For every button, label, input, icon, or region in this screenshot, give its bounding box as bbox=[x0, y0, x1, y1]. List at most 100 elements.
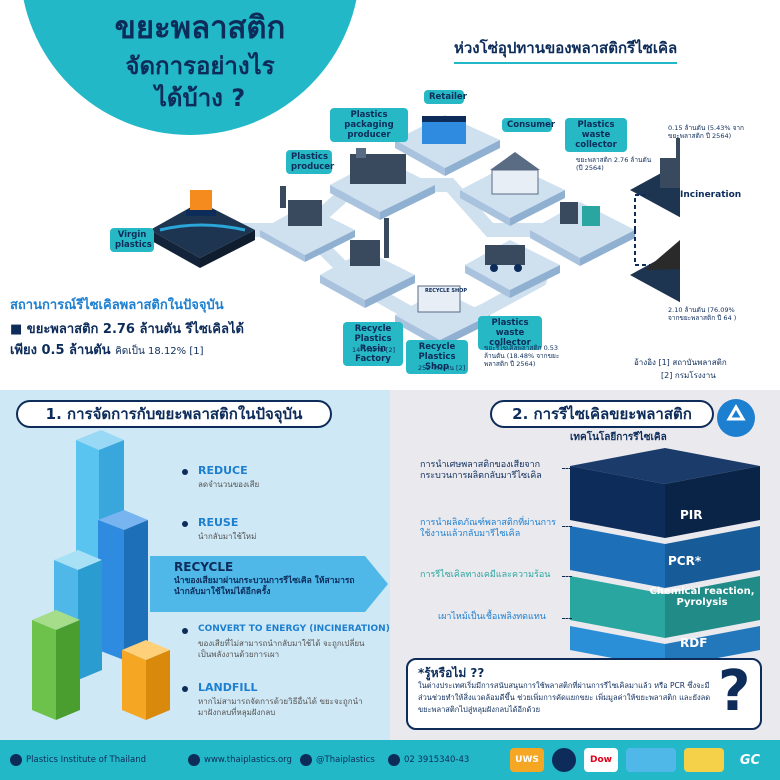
landfill-mgmt-desc: หากไม่สามารถจัดการด้วยวิธีอื่นได้ ขยะจะถ… bbox=[198, 697, 363, 717]
reuse-desc: นำกลับมาใช้ใหม่ bbox=[198, 532, 257, 541]
label-factory: Recycle Plastics Resin Factory bbox=[343, 322, 403, 366]
desc-rdf: เผาไหม้เป็นเชื้อเพลิงทดแทน bbox=[438, 612, 546, 622]
gc-logo: GC bbox=[739, 752, 761, 768]
management-bars bbox=[32, 430, 170, 720]
label-collector-top: Plastics waste collector bbox=[565, 118, 627, 152]
tech-subtitle: เทคโนโลยีการรีไซเคิล bbox=[570, 432, 667, 443]
pcr-line bbox=[562, 526, 572, 527]
retailer-plate bbox=[395, 115, 500, 176]
facebook-text: Plastics Institute of Thailand bbox=[26, 755, 147, 765]
reduce-desc: ลดจำนวนของเสีย bbox=[198, 480, 260, 489]
landfill-plate bbox=[630, 240, 680, 303]
ref-2: [2] กรมโรงงาน bbox=[661, 371, 716, 380]
question-mark-icon: ? bbox=[718, 659, 751, 724]
energy-dot bbox=[182, 628, 188, 634]
collector-top-plate bbox=[530, 202, 635, 266]
situation-line2: เพียง 0.5 ล้านตัน คิดเป็น 18.12% [1] bbox=[10, 339, 330, 360]
recycle-icon bbox=[717, 399, 755, 437]
did-you-know-text: ในต่างประเทศเริ่มมีการสนับสนุนการใช้พลาส… bbox=[418, 681, 711, 714]
consumer-plate bbox=[460, 152, 565, 226]
partner-logo bbox=[626, 748, 676, 772]
footer-facebook[interactable]: Plastics Institute of Thailand bbox=[10, 754, 146, 766]
reduce-dot bbox=[182, 469, 188, 475]
section1-title: 1. การจัดการกับขยะพลาสติกในปัจจุบัน bbox=[16, 400, 332, 428]
website-text: www.thaiplastics.org bbox=[204, 755, 292, 765]
recycle-desc: นำของเสียมาผ่านกระบวนการรีไซเคิล ให้สามา… bbox=[174, 576, 355, 597]
hero-title: ขยะพลาสติก จัดการอย่างไร ได้บ้าง ? bbox=[70, 8, 330, 114]
note-collector-bottom: ขยะรีไซเคิลพลาสติก 0.53 ล้านตัน (18.48% … bbox=[484, 344, 560, 368]
footer-phone[interactable]: 02 3915340-43 bbox=[388, 754, 469, 766]
landfill-mgmt-label: LANDFILL bbox=[198, 681, 258, 694]
management-section: 1. การจัดการกับขยะพลาสติกในปัจจุบัน REDU… bbox=[0, 390, 390, 740]
recycle-arrow bbox=[150, 556, 388, 612]
chain-title: ห่วงโซ่อุปทานของพลาสติกรีไซเคิล bbox=[454, 36, 678, 64]
desc-pir: การนำเศษพลาสติกของเสียจากกระบวนการผลิตกล… bbox=[420, 460, 542, 481]
shop-plate bbox=[395, 285, 490, 348]
ptit-logo bbox=[552, 748, 576, 772]
phone-icon bbox=[388, 754, 400, 766]
situation-title: สถานการณ์รีไซเคิลพลาสติกในปัจจุบัน bbox=[10, 298, 224, 313]
chemical-line bbox=[562, 576, 572, 577]
line-icon bbox=[300, 754, 312, 766]
dow-logo: Dow bbox=[584, 748, 618, 772]
recycling-section: 2. การรีไซเคิลขยะพลาสติก เทคโนโลยีการรีไ… bbox=[390, 390, 780, 740]
factory-plate bbox=[320, 218, 415, 308]
label-collector-bottom: Plastics waste collector bbox=[478, 316, 542, 350]
landfill-dot bbox=[182, 686, 188, 692]
footer-line[interactable]: @Thaiplastics bbox=[300, 754, 375, 766]
producer-plate bbox=[260, 186, 355, 262]
note-factory: 14 โรงงาน [2] bbox=[352, 346, 396, 354]
note-landfill: 2.10 ล้านตัน (76.09% จากขยะพลาสติก ปี 64… bbox=[668, 306, 737, 322]
hero-title-line2: จัดการอย่างไร bbox=[125, 52, 275, 80]
label-retailer: Retailer bbox=[424, 90, 467, 104]
layer-pcr: PCR* bbox=[668, 554, 702, 568]
label-packaging: Plastics packaging producer bbox=[330, 108, 408, 142]
layer-rdf: RDF bbox=[680, 636, 708, 650]
references: อ้างอิง [1] สถาบันพลาสติก [2] กรมโรงงาน bbox=[634, 356, 774, 382]
supply-chain-diagram bbox=[150, 115, 680, 348]
packaging-plate bbox=[330, 148, 435, 220]
situation-line2b: คิดเป็น 18.12% [1] bbox=[115, 346, 204, 357]
reduce-label: REDUCE bbox=[198, 464, 248, 477]
tech-layers bbox=[570, 448, 760, 668]
shop-sign: RECYCLE SHOP bbox=[425, 288, 468, 294]
energy-desc: ของเสียที่ไม่สามารถนำกลับมาใช้ได้ จะถูกเ… bbox=[198, 639, 365, 659]
truck-plate bbox=[465, 240, 560, 298]
section2-title: 2. การรีไซเคิลขยะพลาสติก bbox=[490, 400, 714, 428]
label-producer: Plastics producer bbox=[286, 150, 334, 174]
telegram-icon bbox=[188, 754, 200, 766]
uws-logo: UWS bbox=[510, 748, 544, 772]
incineration-plate bbox=[630, 138, 680, 218]
desc-pcr: การนำผลิตภัณฑ์พลาสติกที่ผ่านการใช้งานแล้… bbox=[420, 518, 556, 539]
situation-line2a: เพียง 0.5 ล้านตัน bbox=[10, 343, 111, 358]
partner-logo-2 bbox=[684, 748, 724, 772]
energy-label: CONVERT TO ENERGY (INCINERATION) bbox=[198, 624, 390, 634]
facebook-icon bbox=[10, 754, 22, 766]
supply-chain-section: ขยะพลาสติก จัดการอย่างไร ได้บ้าง ? ห่วงโ… bbox=[10, 0, 774, 382]
label-incineration: Incineration bbox=[680, 190, 742, 200]
label-shop: Recycle Plastics Shop bbox=[406, 340, 468, 374]
reuse-label: REUSE bbox=[198, 516, 239, 529]
footer: Plastics Institute of Thailand www.thaip… bbox=[0, 740, 780, 780]
line-text: @Thaiplastics bbox=[316, 755, 375, 765]
did-you-know-box: *รู้หรือไม่ ?? ในต่างประเทศเริ่มมีการสนั… bbox=[406, 658, 762, 730]
note-incineration: 0.15 ล้านตัน (5.43% จากขยะพลาสติก ปี 256… bbox=[668, 124, 744, 140]
situation-box: สถานการณ์รีไซเคิลพลาสติกในปัจจุบัน ■ ขยะ… bbox=[10, 294, 330, 360]
did-you-know-title: *รู้หรือไม่ ?? bbox=[418, 666, 485, 680]
footer-website[interactable]: www.thaiplastics.org bbox=[188, 754, 292, 766]
hero-title-line1: ขยะพลาสติก bbox=[114, 10, 286, 46]
phone-text: 02 3915340-43 bbox=[404, 755, 470, 765]
note-shop: 252 โรงงาน [2] bbox=[418, 364, 466, 372]
virgin-plate bbox=[150, 190, 255, 268]
label-consumer: Consumer bbox=[502, 118, 555, 132]
note-collector-top: ขยะพลาสติก 2.76 ล้านตัน (ปี 2564) bbox=[576, 156, 652, 172]
ref-1: อ้างอิง [1] สถาบันพลาสติก bbox=[634, 358, 727, 367]
label-landfill: Landfill and Landfill bbox=[692, 268, 718, 289]
situation-line1: ■ ขยะพลาสติก 2.76 ล้านตัน รีไซเคิลได้ bbox=[10, 322, 244, 337]
label-virgin: Virgin plastics bbox=[110, 228, 154, 252]
hero-title-line3: ได้บ้าง ? bbox=[154, 84, 246, 112]
rdf-line bbox=[562, 618, 572, 619]
layer-chemical: Chemical reaction, Pyrolysis bbox=[649, 586, 755, 608]
recycle-label: RECYCLE bbox=[174, 560, 234, 574]
reuse-dot bbox=[182, 521, 188, 527]
